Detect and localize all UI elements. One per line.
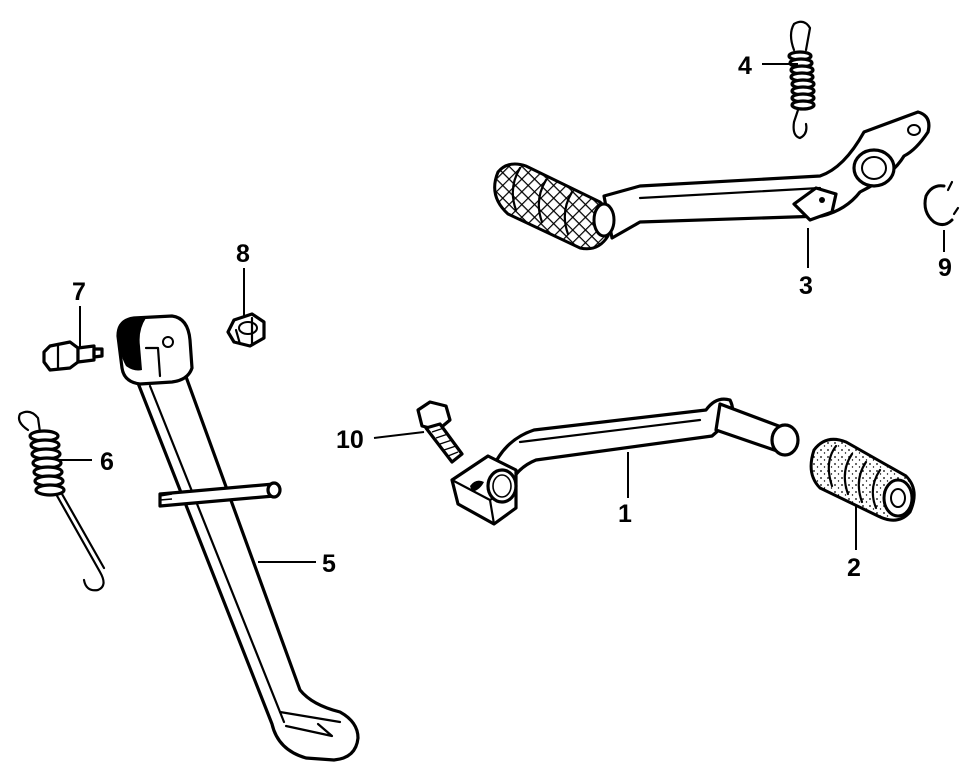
- label-part-2: 2: [847, 554, 861, 582]
- side-stand-nut: [226, 312, 266, 348]
- label-part-4: 4: [738, 52, 752, 80]
- brake-pedal: [493, 110, 931, 251]
- leader-lines: [58, 63, 945, 563]
- label-part-5: 5: [322, 550, 336, 578]
- label-part-8: 8: [236, 240, 250, 268]
- snap-ring: [923, 180, 960, 227]
- label-part-3: 3: [799, 272, 813, 300]
- brake-pedal-spring: [787, 20, 816, 140]
- label-part-6: 6: [100, 448, 114, 476]
- part-labels: 1 2 3 4 5 6 7 8 9 10: [72, 52, 952, 582]
- side-stand-bolt: [42, 340, 104, 372]
- side-stand: [116, 314, 360, 762]
- label-part-9: 9: [938, 254, 952, 282]
- shift-pedal-bolt: [416, 400, 464, 464]
- gear-shift-pedal: [450, 397, 800, 526]
- label-part-1: 1: [618, 500, 632, 528]
- label-part-10: 10: [336, 426, 364, 454]
- side-stand-spring: [17, 410, 106, 592]
- label-part-7: 7: [72, 278, 86, 306]
- shift-pedal-rubber: [809, 437, 916, 522]
